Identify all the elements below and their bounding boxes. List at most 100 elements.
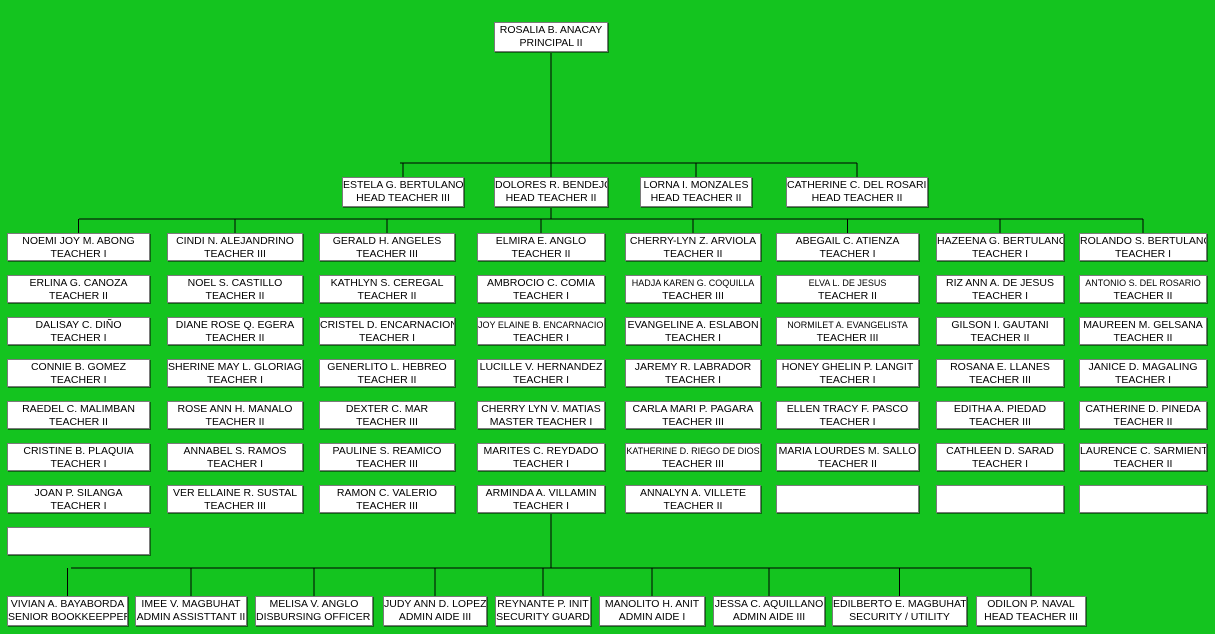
person-name: CARLA MARI P. PAGARA xyxy=(632,403,754,415)
person-title: TEACHER II xyxy=(1113,290,1173,302)
person-title: TEACHER I xyxy=(50,458,107,470)
person-title: ADMIN AIDE III xyxy=(398,611,472,623)
person-title: TEACHER I xyxy=(358,332,415,344)
person-name: PAULINE S. REAMICO xyxy=(332,445,442,457)
person-title: TEACHER I xyxy=(50,248,107,260)
person-name: AMBROCIO C. COMIA xyxy=(487,277,595,289)
person-name: ELLEN TRACY F. PASCO xyxy=(786,403,909,415)
person-title: TEACHER II xyxy=(49,290,108,302)
person-title: SENIOR BOOKKEEPPER xyxy=(8,611,128,623)
person-name: CHERRY-LYN Z. ARVIOLA xyxy=(629,235,757,247)
person-title: TEACHER II xyxy=(357,290,417,302)
teacher-box xyxy=(776,485,919,513)
person-name: CATHERINE C. DEL ROSARIO xyxy=(787,179,928,191)
person-name: DIANE ROSE Q. EGERA xyxy=(175,319,295,331)
person-name: JESSA C. AQUILLANO xyxy=(714,598,824,610)
person-title: TEACHER I xyxy=(50,332,107,344)
person-name: NOEL S. CASTILLO xyxy=(187,277,283,289)
person-name: JANICE D. MAGALING xyxy=(1088,361,1198,373)
person-name: GERALD H. ANGELES xyxy=(332,235,442,247)
person-title: TEACHER III xyxy=(356,500,418,512)
person-name: MANOLITO H. ANIT xyxy=(604,598,700,610)
person-title: TEACHER III xyxy=(204,500,266,512)
person-name: NOEMI JOY M. ABONG xyxy=(22,235,135,247)
person-name: JUDY ANN D. LOPEZ xyxy=(384,598,487,610)
principal-title: PRINCIPAL II xyxy=(519,37,583,49)
person-title: ADMIN AIDE I xyxy=(618,611,686,623)
person-title: TEACHER I xyxy=(512,332,569,344)
person-name: MAUREEN M. GELSANA xyxy=(1083,319,1203,331)
person-title: HEAD TEACHER II xyxy=(650,192,742,204)
person-title: TEACHER III xyxy=(662,290,724,302)
person-name: ROSE ANN H. MANALO xyxy=(177,403,293,415)
person-name: ROSANA E. LLANES xyxy=(950,361,1050,373)
person-name: DALISAY C. DIÑO xyxy=(35,319,122,331)
person-name: MARITES C. REYDADO xyxy=(483,445,599,457)
person-title: ADMIN AIDE III xyxy=(732,611,806,623)
person-name: KATHLYN S. CEREGAL xyxy=(330,277,444,289)
person-name: ESTELA G. BERTULANO xyxy=(343,179,464,191)
person-name: ARMINDA A. VILLAMIN xyxy=(485,487,597,499)
person-title: SECURITY / UTILITY xyxy=(849,611,950,623)
person-name: ANNABEL S. RAMOS xyxy=(183,445,287,457)
person-title: TEACHER II xyxy=(511,248,571,260)
person-title: TEACHER II xyxy=(205,290,265,302)
person-name: ODILON P. NAVAL xyxy=(987,598,1075,610)
person-title: TEACHER II xyxy=(970,332,1030,344)
person-name: HAZEENA G. BERTULANO xyxy=(937,235,1064,247)
person-name: ANNALYN A. VILLETE xyxy=(639,487,746,499)
person-title: TEACHER I xyxy=(664,332,721,344)
person-title: TEACHER II xyxy=(205,332,265,344)
person-name: ERLINA G. CANOZA xyxy=(29,277,128,289)
person-name: JOAN P. SILANGA xyxy=(34,487,123,499)
person-title: TEACHER I xyxy=(971,290,1028,302)
person-title: TEACHER I xyxy=(819,416,876,428)
person-name: JOY ELAINE B. ENCARNACION xyxy=(478,320,605,330)
person-name: CRISTINE B. PLAQUIA xyxy=(23,445,134,457)
person-name: CINDI N. ALEJANDRINO xyxy=(176,235,294,247)
person-title: TEACHER III xyxy=(356,248,418,260)
person-name: CHERRY LYN V. MATIAS xyxy=(481,403,601,415)
person-name: LORNA I. MONZALES xyxy=(643,179,749,191)
person-title: TEACHER III xyxy=(356,416,418,428)
person-name: HADJA KAREN G. COQUILLA xyxy=(631,278,755,288)
person-title: TEACHER I xyxy=(664,374,721,386)
person-title: TEACHER I xyxy=(512,374,569,386)
person-title: TEACHER I xyxy=(50,500,107,512)
person-title: TEACHER I xyxy=(1114,374,1171,386)
person-title: DISBURSING OFFICER II xyxy=(256,611,373,623)
